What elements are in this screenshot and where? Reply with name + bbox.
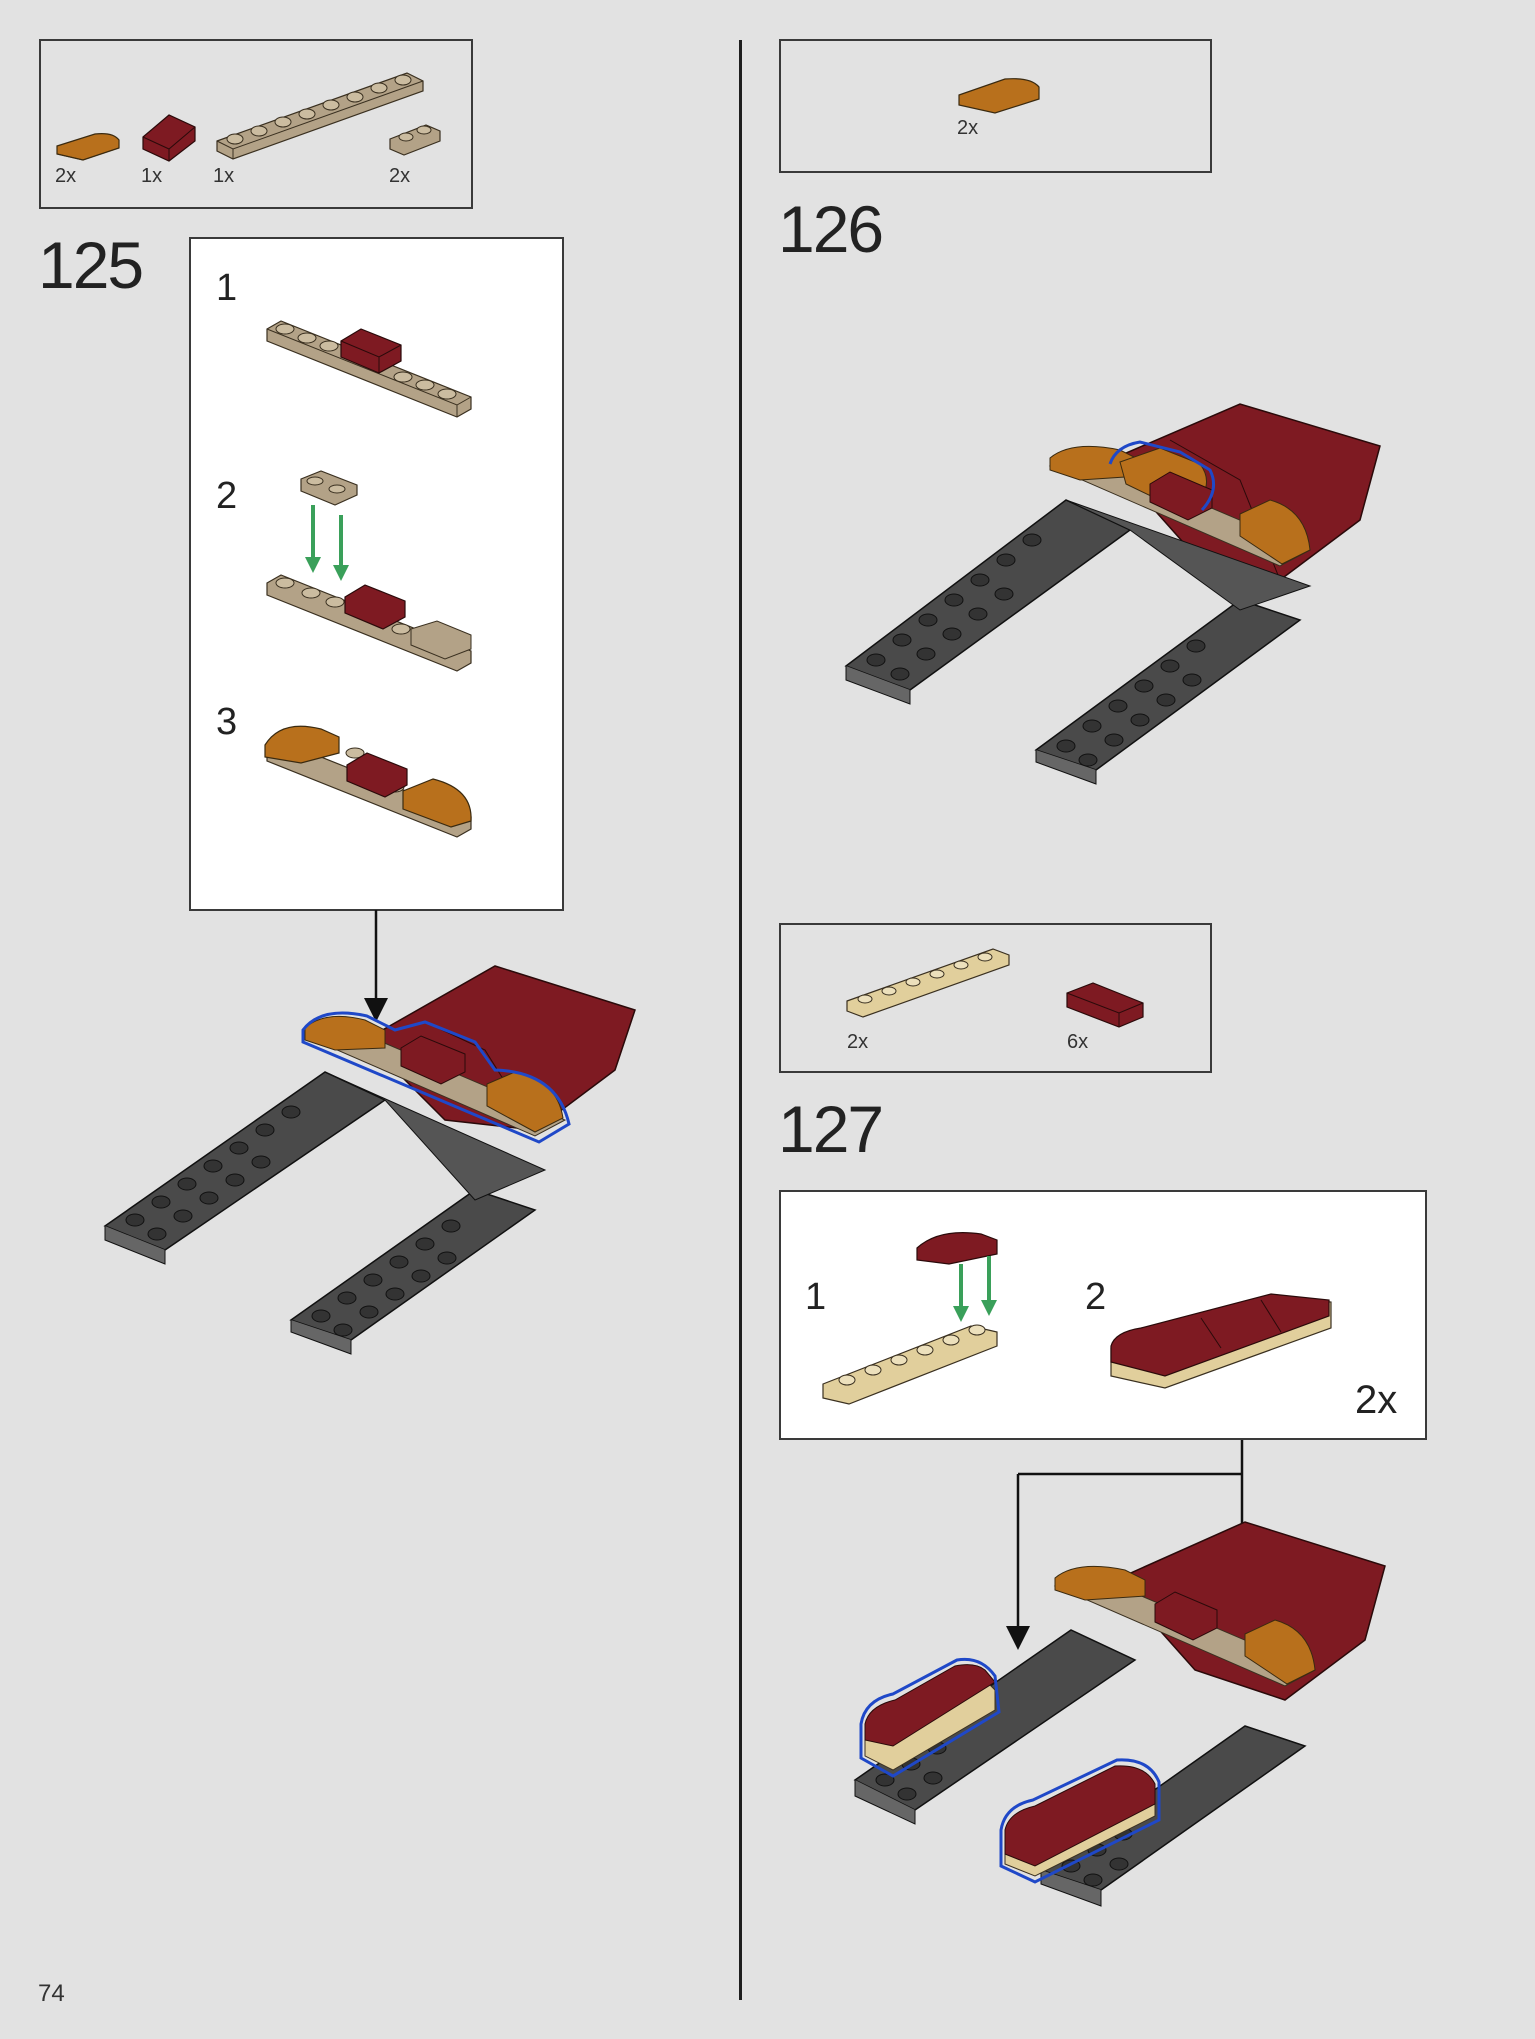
parts-list-127: 2x 6x <box>779 923 1212 1073</box>
step-number-127: 127 <box>778 1092 884 1166</box>
substep-number: 2 <box>1085 1276 1107 1318</box>
part-slope-dark-red <box>142 114 196 162</box>
part-qty: 2x <box>389 165 411 187</box>
parts-list-125: 2x 1x 1x 2x <box>39 39 473 209</box>
assembly-substep-127-2 <box>1110 1293 1332 1389</box>
part-curved-slope-dark-red <box>1066 982 1144 1028</box>
part-curved-tile-orange <box>56 133 120 161</box>
step-number-125: 125 <box>38 228 144 302</box>
model-step-127 <box>853 1521 1386 1907</box>
multiplier-label: 2x <box>1355 1378 1398 1422</box>
assembly-substep-3 <box>264 725 472 838</box>
parts-list-126: 2x <box>779 39 1212 173</box>
part-qty: 2x <box>957 117 979 139</box>
substep-number: 1 <box>216 267 238 309</box>
assembly-substep-2 <box>266 470 472 672</box>
model-step-125 <box>103 965 636 1355</box>
substep-number: 3 <box>216 701 238 743</box>
model-step-126 <box>844 403 1381 785</box>
part-plate-tan-short <box>389 124 441 156</box>
substep-box-127: 1 2 2x <box>779 1190 1427 1440</box>
step-number-126: 126 <box>778 192 884 266</box>
part-qty: 6x <box>1067 1031 1089 1053</box>
substep-number: 2 <box>216 475 238 517</box>
part-qty: 2x <box>55 165 77 187</box>
part-plate-light-tan <box>846 948 1010 1018</box>
page-number: 74 <box>38 1980 65 2007</box>
part-qty: 2x <box>847 1031 869 1053</box>
part-plate-tan-long <box>216 72 424 160</box>
part-curved-tile-orange <box>958 78 1040 114</box>
substep-box-125: 1 2 3 <box>189 237 564 911</box>
column-divider <box>739 40 742 2000</box>
assembly-substep-127-1 <box>822 1232 998 1405</box>
part-qty: 1x <box>213 165 235 187</box>
assembly-substep-1 <box>266 320 472 418</box>
callout-arrow-125 <box>364 910 388 1022</box>
substep-number: 1 <box>805 1276 827 1318</box>
part-qty: 1x <box>141 165 163 187</box>
